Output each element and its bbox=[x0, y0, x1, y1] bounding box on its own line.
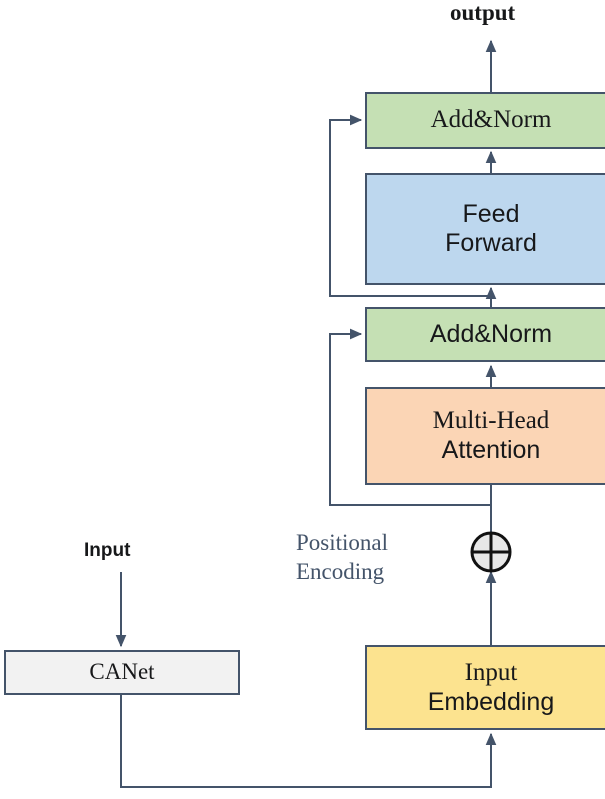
node-label-line-1: Input bbox=[464, 658, 518, 686]
output-label: output bbox=[450, 0, 516, 25]
node-canet[interactable]: CANet bbox=[4, 650, 240, 695]
node-label: Add&Norm bbox=[429, 320, 553, 349]
node-label: CANet bbox=[89, 659, 155, 685]
node-label: Add&Norm bbox=[430, 106, 552, 134]
node-input-embedding[interactable]: Input Embedding bbox=[365, 645, 605, 730]
node-feed-forward[interactable]: Feed Forward bbox=[365, 173, 605, 285]
node-label-line-1: Feed bbox=[462, 200, 520, 229]
positional-encoding-line-1: Positional bbox=[296, 530, 389, 555]
node-add-and-norm-top[interactable]: Add&Norm bbox=[365, 92, 605, 149]
positional-encoding-label: Positional Encoding bbox=[296, 528, 388, 587]
node-label-line-1: Multi-Head bbox=[432, 407, 550, 435]
node-label-line-2: Attention bbox=[441, 436, 541, 464]
circle-plus-icon bbox=[470, 531, 512, 573]
input-label: Input bbox=[84, 540, 131, 561]
node-add-and-norm-bottom[interactable]: Add&Norm bbox=[365, 307, 605, 362]
node-multi-head-attention[interactable]: Multi-Head Attention bbox=[365, 387, 605, 485]
node-label-line-2: Embedding bbox=[427, 687, 555, 716]
positional-encoding-line-2: Encoding bbox=[296, 559, 385, 585]
node-label-line-2: Forward bbox=[445, 229, 537, 257]
